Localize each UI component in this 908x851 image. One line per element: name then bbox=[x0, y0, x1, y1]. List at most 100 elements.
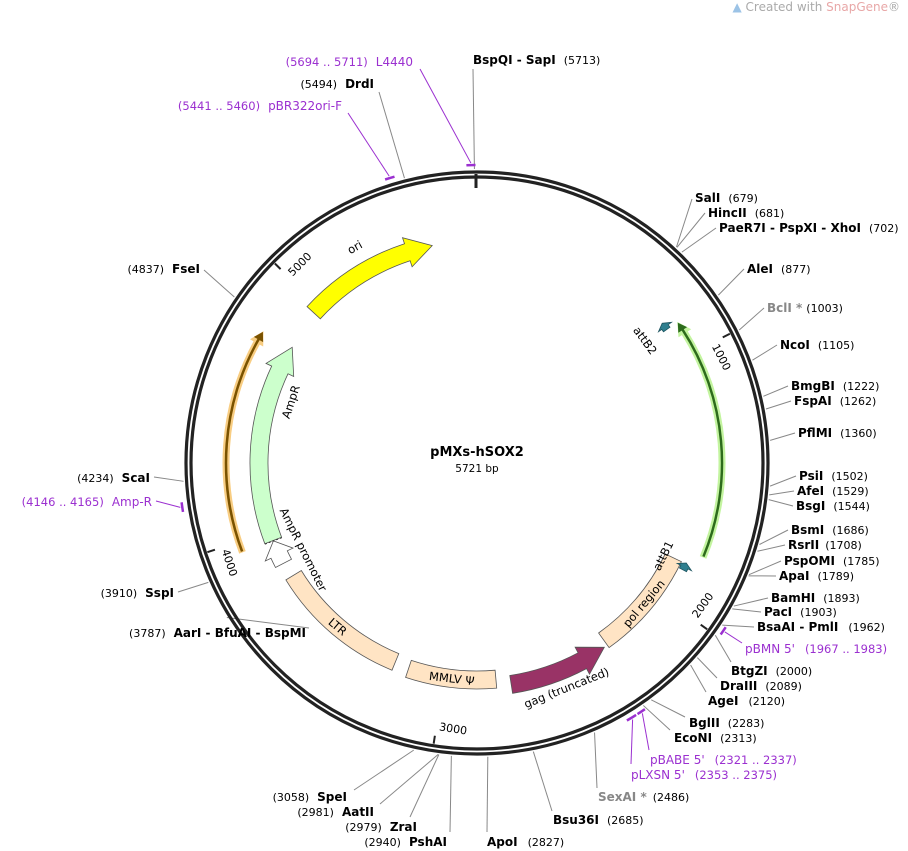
site-label[interactable]: (2979)ZraI bbox=[345, 820, 417, 834]
feature-label: pol region bbox=[620, 577, 668, 630]
site-leader-line bbox=[203, 269, 235, 298]
ruler-tick bbox=[432, 735, 436, 744]
site-label[interactable]: (5494)DrdI bbox=[300, 77, 374, 91]
site-label[interactable]: BsgI(1544) bbox=[796, 499, 870, 513]
site-label[interactable]: PacI(1903) bbox=[764, 605, 837, 619]
site-label[interactable]: (4234)ScaI bbox=[77, 471, 150, 485]
site-label[interactable]: RsrII(1708) bbox=[788, 538, 862, 552]
site-leader-line bbox=[769, 475, 797, 487]
feature-ori[interactable] bbox=[306, 237, 433, 320]
site-label[interactable]: (3058)SpeI bbox=[273, 790, 347, 804]
feature-gag-truncated-[interactable] bbox=[509, 646, 605, 694]
primer-binding-mark[interactable] bbox=[626, 713, 637, 722]
site-label[interactable]: DraIII(2089) bbox=[720, 679, 802, 693]
site-label[interactable]: (3787)AarI - BfuAI - BspMI bbox=[129, 626, 306, 640]
site-leader-line bbox=[748, 560, 782, 576]
site-leader-line bbox=[153, 476, 184, 482]
ruler-tick-label: 1000 bbox=[709, 342, 733, 373]
primer-binding-mark[interactable] bbox=[180, 502, 185, 513]
primer-label[interactable]: (5694 .. 5711)L4440 bbox=[286, 55, 413, 69]
site-label[interactable]: BamHI(1893) bbox=[771, 591, 860, 605]
site-leader-line bbox=[732, 608, 762, 613]
site-leader-line bbox=[532, 751, 553, 812]
site-label[interactable]: EcoNI(2313) bbox=[674, 731, 757, 745]
site-leader-line bbox=[642, 705, 671, 731]
primer-label[interactable]: pBMN 5'(1967 .. 1983) bbox=[745, 642, 887, 656]
feature-mmlv-[interactable] bbox=[405, 659, 498, 690]
ruler-tick-label: 4000 bbox=[219, 547, 240, 578]
site-label[interactable]: BglII(2283) bbox=[689, 716, 764, 730]
ruler-tick bbox=[722, 332, 731, 339]
feature-ampr-promoter[interactable] bbox=[264, 540, 295, 569]
site-label[interactable]: ApaI(1789) bbox=[779, 569, 854, 583]
feature-ltr[interactable] bbox=[285, 569, 400, 671]
site-leader-line bbox=[226, 616, 310, 629]
site-label[interactable]: Bsu36I(2685) bbox=[553, 813, 644, 827]
site-label[interactable]: BmgBI(1222) bbox=[791, 379, 879, 393]
site-label[interactable]: BsaAI - PmlI(1962) bbox=[757, 620, 885, 634]
plasmid-backbone bbox=[184, 170, 770, 756]
site-label[interactable]: (3910)SspI bbox=[101, 586, 174, 600]
site-label[interactable]: PspOMI(1785) bbox=[784, 554, 880, 568]
site-label[interactable]: SexAI *(2486) bbox=[598, 790, 689, 804]
feature-label: ori bbox=[345, 237, 365, 257]
site-label[interactable]: (2981)AatII bbox=[297, 805, 374, 819]
site-leader-line bbox=[768, 499, 794, 507]
site-label[interactable]: PaeR7I - PspXI - XhoI(702) bbox=[719, 221, 899, 235]
site-label[interactable]: (4837)FseI bbox=[127, 262, 200, 276]
site-leader-line bbox=[738, 307, 765, 331]
primer-label[interactable]: (4146 .. 4165)Amp-R bbox=[22, 495, 152, 509]
primer-leader-line bbox=[724, 631, 743, 644]
primer-label[interactable]: pLXSN 5'(2353 .. 2375) bbox=[631, 768, 777, 782]
ruler-tick bbox=[207, 548, 216, 554]
site-leader-line bbox=[676, 212, 706, 248]
primer-label[interactable]: (5441 .. 5460)pBR322ori-F bbox=[178, 99, 342, 113]
site-label[interactable]: PflMI(1360) bbox=[798, 426, 877, 440]
feature-highlight bbox=[677, 321, 726, 559]
site-label[interactable]: FspAI(1262) bbox=[794, 394, 876, 408]
primer-leader-line bbox=[630, 719, 634, 765]
site-label[interactable]: AfeI(1529) bbox=[797, 484, 869, 498]
primer-label[interactable]: pBABE 5'(2321 .. 2337) bbox=[650, 753, 797, 767]
site-label[interactable]: AgeI(2120) bbox=[708, 694, 785, 708]
feature-attb1[interactable] bbox=[675, 562, 693, 573]
ruler-tick bbox=[274, 262, 282, 270]
site-label[interactable]: BtgZI(2000) bbox=[731, 664, 812, 678]
site-label[interactable]: HincII(681) bbox=[708, 206, 784, 220]
site-leader-line bbox=[681, 227, 717, 253]
primer-leader-line bbox=[419, 68, 472, 164]
ruler-tick-label: 3000 bbox=[438, 720, 468, 737]
site-label[interactable]: SalI(679) bbox=[695, 191, 758, 205]
primer-binding-mark[interactable] bbox=[636, 708, 646, 716]
ruler-tick-label: 2000 bbox=[689, 590, 716, 620]
site-label[interactable]: ApoI(2827) bbox=[487, 835, 564, 849]
watermark-text: Created with bbox=[745, 0, 827, 14]
site-leader-line bbox=[765, 400, 792, 410]
site-label[interactable]: (2940)PshAI bbox=[364, 835, 447, 849]
feature-attb2[interactable] bbox=[657, 321, 673, 333]
site-leader-line bbox=[769, 432, 796, 441]
site-label[interactable]: BspQI - SapI(5713) bbox=[473, 53, 600, 67]
plasmid-name: pMXs-hSOX2 bbox=[430, 445, 524, 460]
site-label[interactable]: BsmI(1686) bbox=[791, 523, 869, 537]
site-label[interactable]: AleI(877) bbox=[747, 262, 811, 276]
watermark-suffix: ® bbox=[888, 0, 900, 14]
site-label[interactable]: PsiI(1502) bbox=[799, 469, 868, 483]
site-leader-line bbox=[449, 755, 452, 833]
primer-leader-line bbox=[641, 713, 650, 751]
primer-binding-mark[interactable] bbox=[719, 626, 727, 636]
site-leader-line bbox=[763, 385, 789, 397]
site-leader-line bbox=[757, 544, 786, 552]
site-leader-line bbox=[409, 754, 440, 818]
site-label[interactable]: NcoI(1105) bbox=[780, 338, 854, 352]
site-label[interactable]: BclI *(1003) bbox=[767, 301, 843, 315]
site-leader-line bbox=[472, 68, 475, 170]
site-leader-line bbox=[733, 597, 769, 607]
feature-ampr[interactable] bbox=[249, 346, 295, 545]
leader-lines bbox=[153, 68, 797, 833]
site-leader-line bbox=[714, 634, 732, 663]
site-leader-line bbox=[486, 756, 489, 833]
feature-pol-region[interactable] bbox=[598, 553, 682, 649]
primer-binding-mark[interactable] bbox=[384, 175, 395, 181]
